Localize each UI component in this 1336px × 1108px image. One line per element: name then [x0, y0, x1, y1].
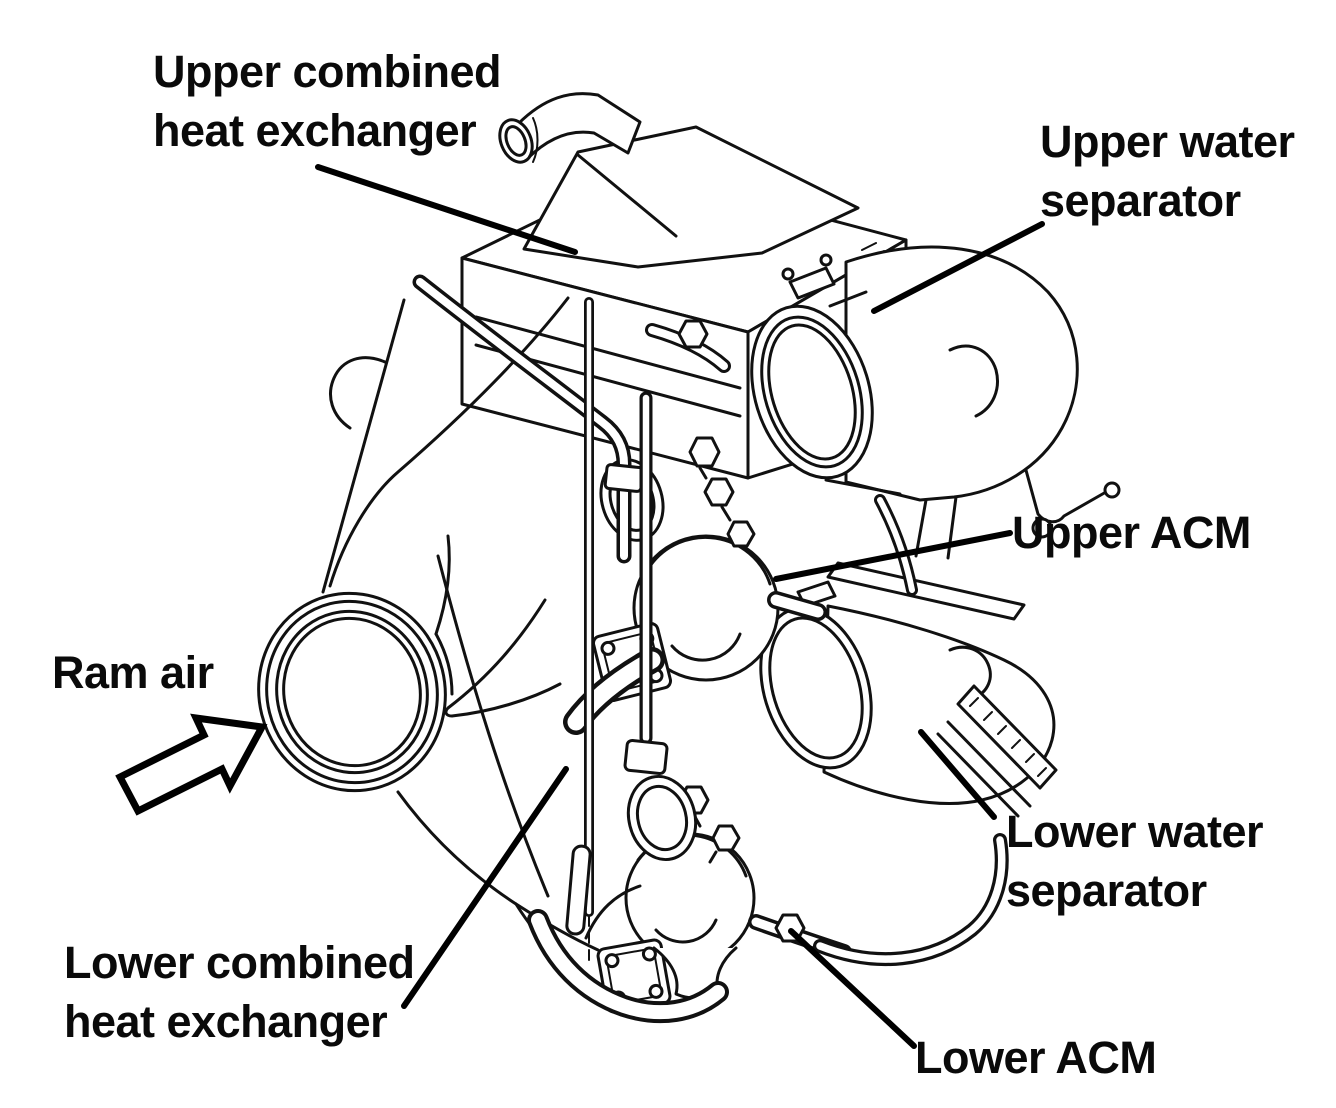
leader-upper-heat-exchanger	[315, 164, 578, 255]
label-lower-acm: Lower ACM	[915, 1032, 1157, 1083]
label-upper-water-separator: Upper water separator	[1040, 116, 1295, 226]
label-lower-heat-exchanger: Lower combined heat exchanger	[64, 937, 415, 1047]
label-lower-water-separator: Lower water separator	[1006, 806, 1264, 916]
label-upper-heat-exchanger: Upper combined heat exchanger	[153, 46, 502, 156]
leader-upper-acm	[773, 530, 1013, 582]
label-upper-acm: Upper ACM	[1012, 507, 1251, 558]
label-ram-air: Ram air	[52, 647, 214, 698]
upper-water-separator-drawing	[750, 245, 1079, 560]
lower-acm-drawing	[584, 785, 852, 1014]
leader-lines	[315, 164, 1045, 1049]
leader-lower-acm	[788, 928, 917, 1049]
ram-air-arrow-icon	[115, 713, 268, 816]
lower-water-separator-drawing	[759, 580, 1058, 818]
piping-drawing	[412, 274, 1009, 1024]
leader-lower-heat-exchanger	[401, 766, 569, 1009]
leader-lower-water-separator	[918, 729, 997, 820]
leader-upper-water-separator	[871, 221, 1045, 314]
